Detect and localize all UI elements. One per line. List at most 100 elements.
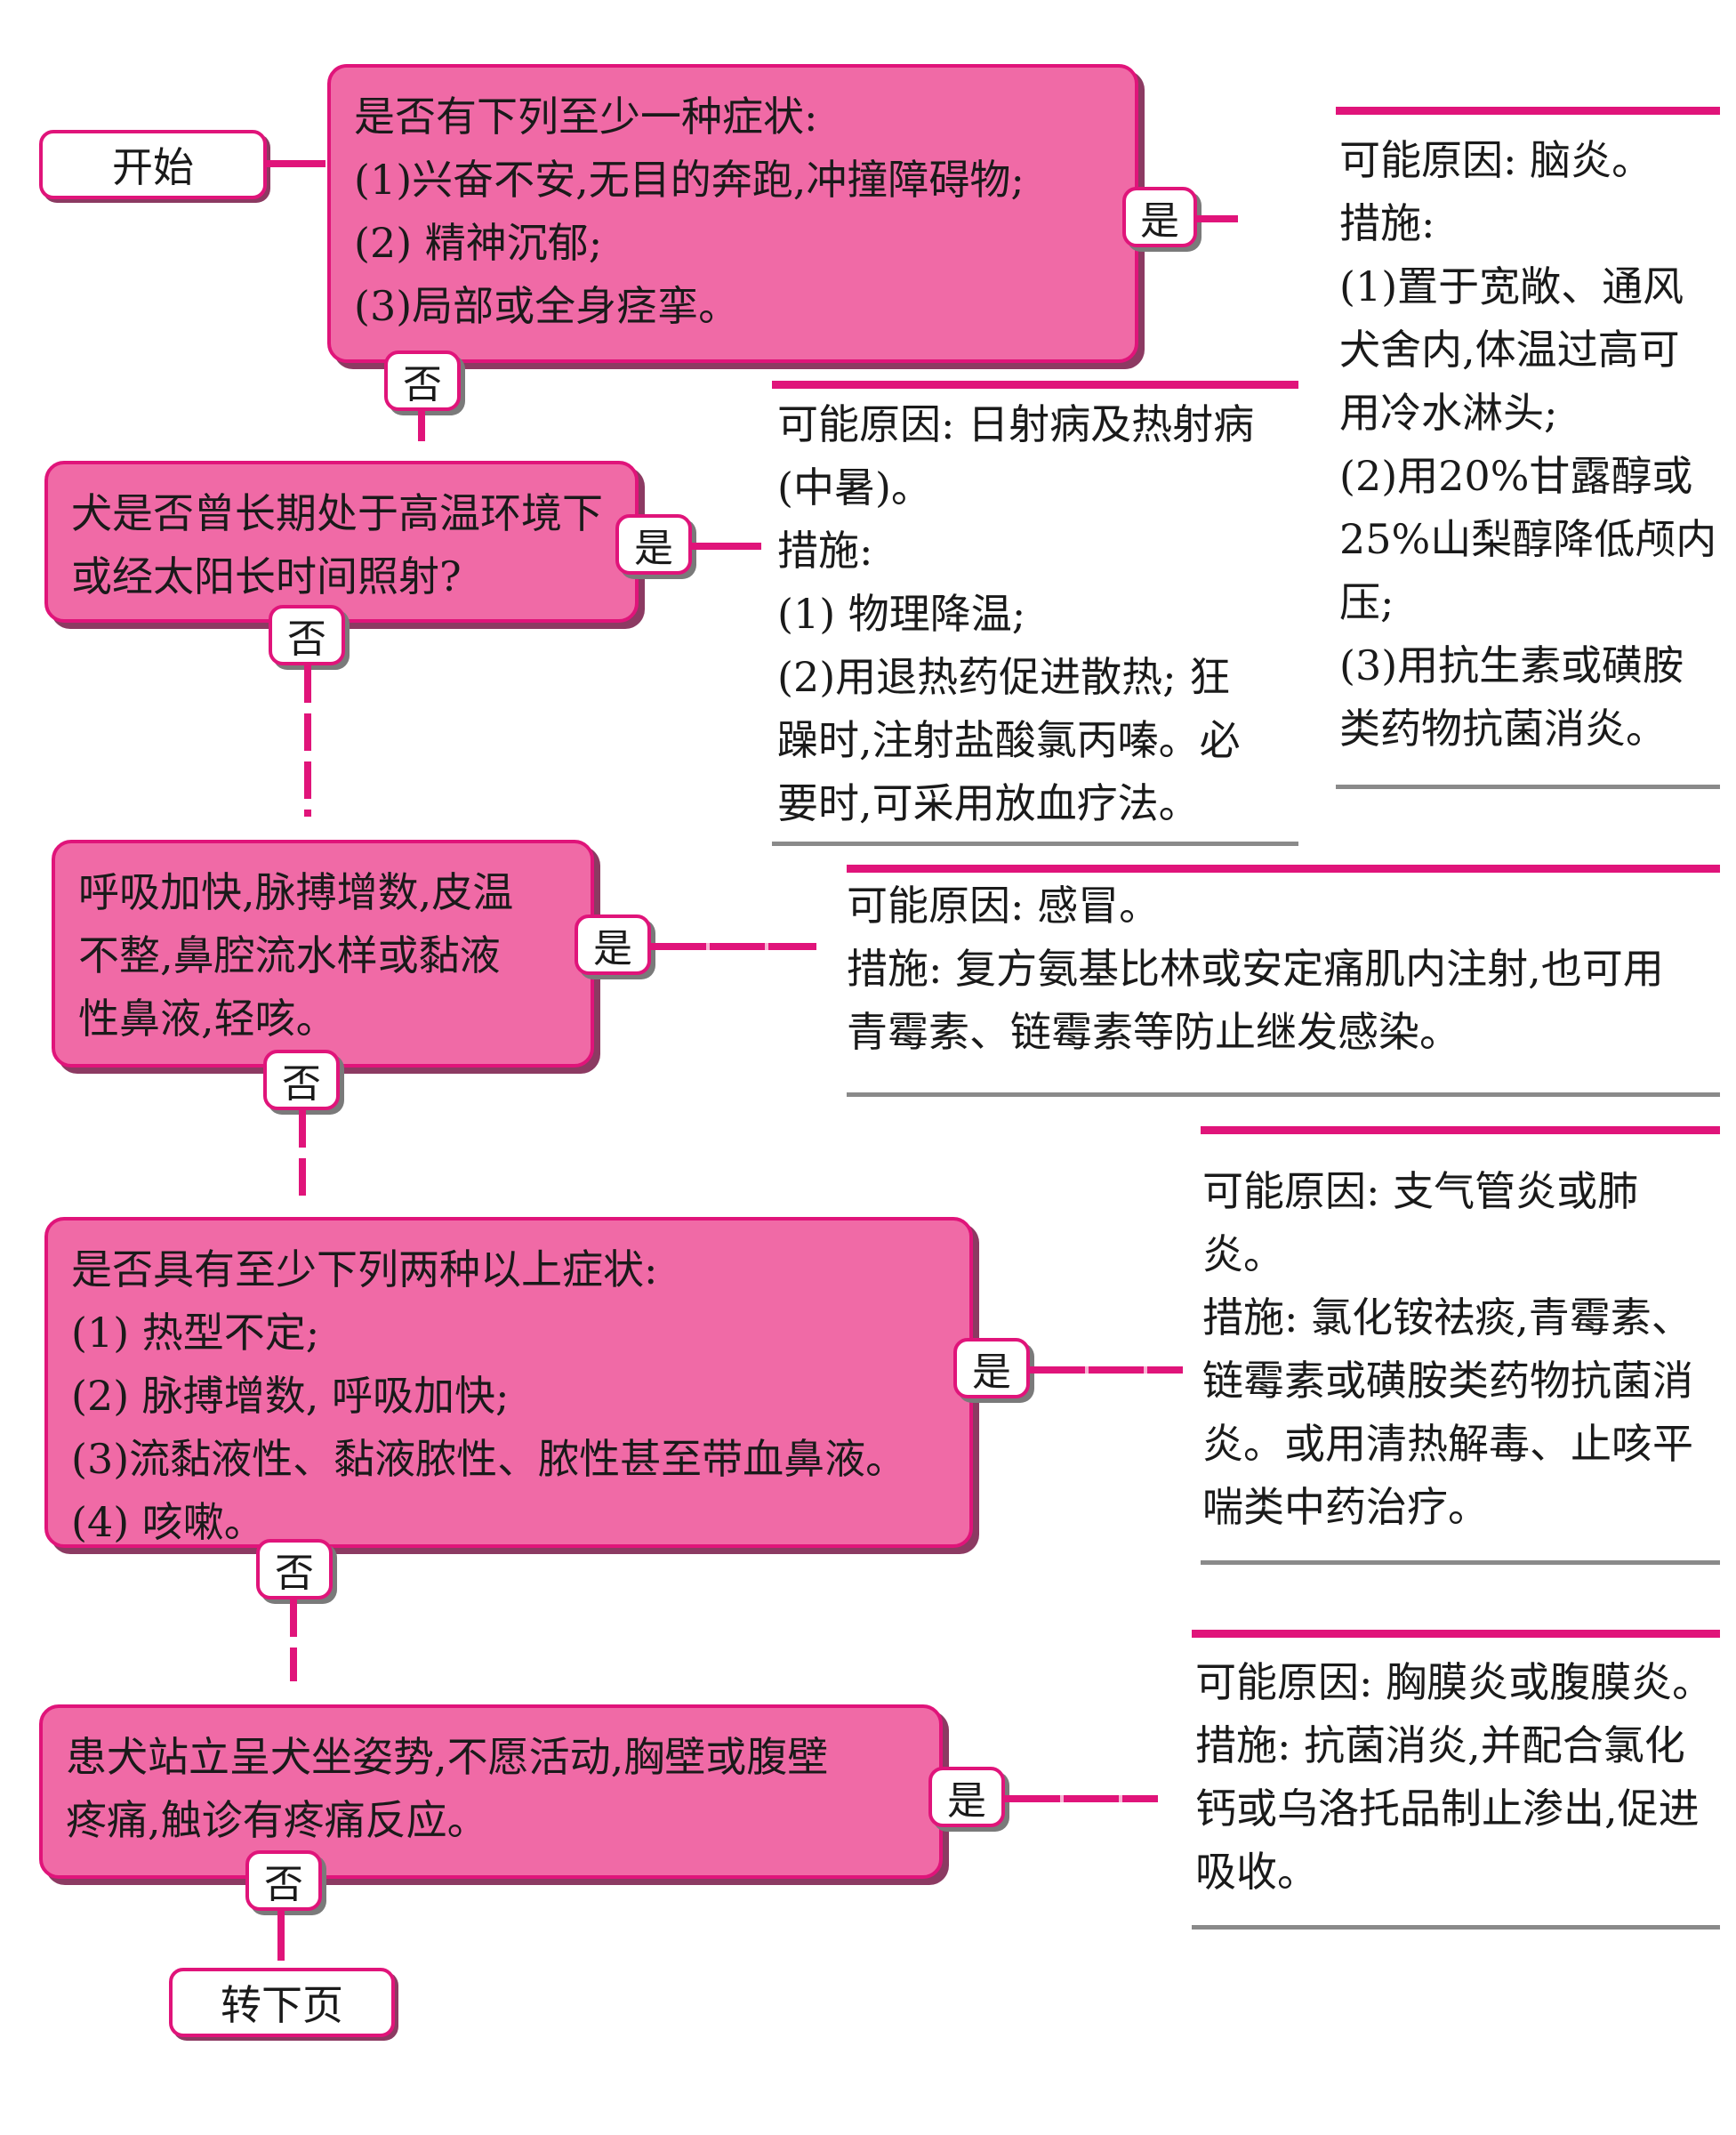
result-3-line-3: 青霉素、链霉素等防止继发感染。	[847, 1008, 1460, 1056]
yes-label-3: 是	[575, 914, 651, 975]
no-label-5-text: 否	[264, 1862, 303, 1907]
yes-label-2-text: 是	[634, 526, 673, 571]
yes-label-3-text: 是	[593, 926, 632, 971]
result-1-text: 可能原因: 脑炎。 措施: (1)置于宽敞、通风 犬舍内,体温过高可 用冷水淋头…	[1339, 129, 1720, 761]
result-3-bottom-rule	[847, 1092, 1720, 1097]
no-label-1: 否	[384, 350, 461, 411]
yes-connector-1	[1197, 215, 1238, 222]
result-3-top-rule	[847, 865, 1720, 873]
question-1-line-2: (1)兴奋不安,无目的奔跑,冲撞障碍物;	[354, 156, 1025, 204]
yes-label-4-text: 是	[972, 1349, 1011, 1395]
no-connector-4	[290, 1599, 297, 1681]
result-4-line-2: 炎。	[1202, 1230, 1284, 1278]
result-1-line-10: 类药物抗菌消炎。	[1339, 705, 1667, 753]
no-label-4: 否	[256, 1539, 333, 1599]
result-2-text: 可能原因: 日射病及热射病 (中暑)。 措施: (1) 物理降温; (2)用退热…	[777, 393, 1298, 835]
result-1-top-rule	[1336, 107, 1720, 115]
question-box-1: 是否有下列至少一种症状: (1)兴奋不安,无目的奔跑,冲撞障碍物; (2) 精神…	[327, 64, 1138, 363]
question-4-line-5: (4) 咳嗽。	[71, 1498, 265, 1546]
no-connector-1	[418, 411, 425, 441]
question-box-3: 呼吸加快,脉搏增数,皮温 不整,鼻腔流水样或黏液 性鼻液,轻咳。	[52, 840, 594, 1068]
question-1-line-4: (3)局部或全身痉挛。	[354, 282, 740, 330]
question-2-line-2: 或经太阳长时间照射?	[71, 552, 462, 600]
question-box-4: 是否具有至少下列两种以上症状: (1) 热型不定; (2) 脉搏增数, 呼吸加快…	[44, 1217, 973, 1548]
result-3-line-1: 可能原因: 感冒。	[847, 882, 1161, 930]
no-label-1-text: 否	[403, 362, 442, 407]
result-4-top-rule	[1201, 1126, 1720, 1134]
result-1-line-4: 犬舍内,体温过高可	[1339, 326, 1680, 374]
result-2-line-7: 要时,可采用放血疗法。	[777, 779, 1200, 827]
result-1-line-6: (2)用20%甘露醇或	[1339, 452, 1693, 500]
question-box-2: 犬是否曾长期处于高温环境下 或经太阳长时间照射?	[44, 461, 639, 623]
result-1-line-7: 25%山梨醇降低颅内	[1339, 515, 1717, 563]
no-label-2: 否	[269, 605, 345, 665]
result-5-top-rule	[1192, 1630, 1720, 1638]
end-label: 转下页	[221, 1981, 343, 2029]
result-4-line-6: 喘类中药治疗。	[1202, 1483, 1489, 1531]
result-1-line-9: (3)用抗生素或磺胺	[1339, 641, 1684, 689]
result-2-line-5: (2)用退热药促进散热; 狂	[777, 653, 1231, 701]
yes-label-2: 是	[615, 514, 692, 575]
result-2-line-2: (中暑)。	[777, 463, 932, 512]
result-1-line-2: 措施:	[1339, 199, 1435, 247]
result-2-line-3: 措施:	[777, 527, 873, 575]
result-1-line-8: 压;	[1339, 578, 1394, 626]
result-2-top-rule	[772, 381, 1298, 389]
result-5-line-2: 措施: 抗菌消炎,并配合氯化	[1195, 1721, 1685, 1769]
question-box-5: 患犬站立呈犬坐姿势,不愿活动,胸壁或腹壁 疼痛,触诊有疼痛反应。	[39, 1704, 943, 1879]
result-4-text: 可能原因: 支气管炎或肺 炎。 措施: 氯化铵祛痰,青霉素、 链霉素或磺胺类药物…	[1202, 1160, 1720, 1539]
result-4-bottom-rule	[1201, 1560, 1720, 1565]
no-label-3-text: 否	[282, 1061, 321, 1107]
no-label-2-text: 否	[287, 616, 326, 662]
question-4-line-1: 是否具有至少下列两种以上症状:	[71, 1245, 658, 1293]
yes-label-5: 是	[928, 1767, 1005, 1827]
question-2-line-1: 犬是否曾长期处于高温环境下	[71, 489, 603, 537]
no-label-5: 否	[245, 1850, 322, 1911]
question-3-line-2: 不整,鼻腔流水样或黏液	[78, 931, 501, 979]
yes-label-4: 是	[953, 1338, 1030, 1398]
result-3-line-2: 措施: 复方氨基比林或安定痛肌内注射,也可用	[847, 945, 1664, 993]
result-2-line-1: 可能原因: 日射病及热射病	[777, 400, 1255, 448]
start-connector	[267, 160, 326, 167]
result-1-bottom-rule	[1336, 785, 1720, 789]
result-5-line-1: 可能原因: 胸膜炎或腹膜炎。	[1195, 1658, 1714, 1706]
yes-label-5-text: 是	[947, 1778, 986, 1824]
question-5-line-2: 疼痛,触诊有疼痛反应。	[66, 1796, 488, 1844]
question-4-line-2: (1) 热型不定;	[71, 1309, 320, 1357]
no-connector-2	[304, 665, 311, 817]
no-label-3: 否	[263, 1050, 340, 1110]
question-1-line-3: (2) 精神沉郁;	[354, 219, 603, 267]
question-3-line-3: 性鼻液,轻咳。	[78, 995, 337, 1043]
question-5-line-1: 患犬站立呈犬坐姿势,不愿活动,胸壁或腹壁	[66, 1733, 829, 1781]
no-label-4-text: 否	[275, 1551, 314, 1596]
yes-connector-3	[651, 943, 816, 950]
result-4-line-4: 链霉素或磺胺类药物抗菌消	[1202, 1357, 1693, 1405]
result-3-text: 可能原因: 感冒。 措施: 复方氨基比林或安定痛肌内注射,也可用 青霉素、链霉素…	[847, 874, 1720, 1064]
result-1-line-5: 用冷水淋头;	[1339, 389, 1558, 437]
end-node: 转下页	[169, 1968, 395, 2037]
result-5-line-3: 钙或乌洛托品制止渗出,促进	[1195, 1785, 1700, 1833]
no-connector-3	[299, 1110, 306, 1199]
result-5-bottom-rule	[1192, 1925, 1720, 1930]
result-1-line-1: 可能原因: 脑炎。	[1339, 136, 1653, 184]
yes-connector-5	[1005, 1795, 1158, 1802]
yes-connector-2	[692, 543, 761, 550]
question-3-line-1: 呼吸加快,脉搏增数,皮温	[78, 868, 514, 916]
result-1-line-3: (1)置于宽敞、通风	[1339, 262, 1684, 310]
result-2-bottom-rule	[772, 842, 1298, 846]
question-1-line-1: 是否有下列至少一种症状:	[354, 93, 818, 141]
result-2-line-6: 躁时,注射盐酸氯丙嗪。必	[777, 716, 1241, 764]
question-4-line-4: (3)流黏液性、黏液脓性、脓性甚至带血鼻液。	[71, 1435, 907, 1483]
no-connector-5	[277, 1911, 285, 1961]
question-4-line-3: (2) 脉搏增数, 呼吸加快;	[71, 1372, 510, 1420]
start-label: 开始	[112, 143, 194, 191]
result-4-line-3: 措施: 氯化铵祛痰,青霉素、	[1202, 1293, 1692, 1341]
start-node: 开始	[39, 130, 267, 199]
yes-connector-4	[1030, 1366, 1183, 1374]
yes-label-1-text: 是	[1140, 198, 1179, 244]
result-5-line-4: 吸收。	[1195, 1848, 1318, 1896]
result-4-line-5: 炎。或用清热解毒、止咳平	[1202, 1420, 1693, 1468]
yes-label-1: 是	[1122, 187, 1197, 247]
result-4-line-1: 可能原因: 支气管炎或肺	[1202, 1167, 1639, 1215]
result-5-text: 可能原因: 胸膜炎或腹膜炎。 措施: 抗菌消炎,并配合氯化 钙或乌洛托品制止渗出…	[1195, 1651, 1720, 1904]
